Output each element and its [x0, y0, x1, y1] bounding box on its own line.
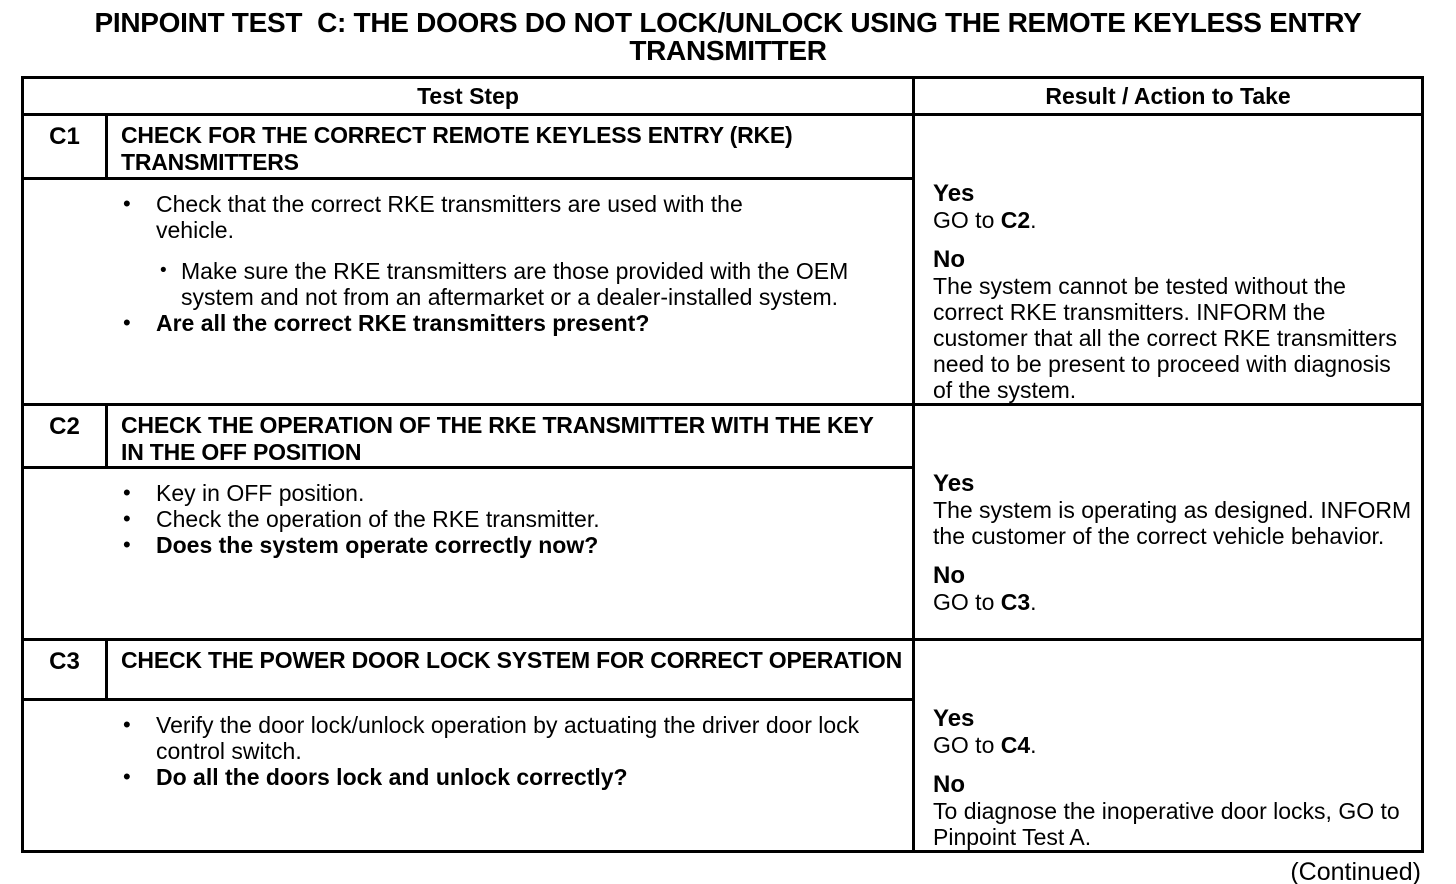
action-text: The system is operating as designed. INF… — [933, 497, 1412, 549]
page-title-line-2: TRANSMITTER — [629, 35, 827, 66]
step-c3-result-cell: Yes GO to C4. No To diagnose the inopera… — [912, 638, 1425, 853]
action-text: . — [1030, 207, 1037, 233]
instruction-item: Key in OFF position. — [24, 480, 912, 506]
action-text: GO to — [933, 732, 1001, 758]
instruction-text: Does the system operate correctly now? — [156, 532, 599, 558]
step-c3-number: C3 — [21, 638, 108, 701]
instruction-text: Check the operation of the RKE transmitt… — [156, 506, 600, 532]
step-c3-result-content: Yes GO to C4. No To diagnose the inopera… — [933, 705, 1413, 850]
instruction-question: Are all the correct RKE transmitters pre… — [24, 310, 912, 336]
step-c1-instructions: Check that the correct RKE transmitters … — [20, 176, 916, 407]
step-c3-body-row: Verify the door lock/unlock operation by… — [20, 697, 1423, 854]
instruction-text: Make sure the RKE transmitters are those… — [181, 257, 849, 310]
step-c1-result-content: Yes GO to C2. No The system cannot be te… — [933, 180, 1413, 403]
step-c2-no-action: GO to C3. — [933, 589, 1413, 615]
page-title-line-1: PINPOINT TEST C: THE DOORS DO NOT LOCK/U… — [94, 7, 1362, 38]
continued-note: (Continued) — [1290, 858, 1421, 884]
action-text: The system cannot be tested without the … — [933, 273, 1398, 403]
step-c2-header-row: C2 CHECK THE OPERATION OF THE RKE TRANSM… — [21, 403, 1425, 641]
instruction-question: Does the system operate correctly now? — [24, 532, 912, 558]
action-text: GO to — [933, 589, 1001, 615]
step-c3-no-label: No — [933, 771, 966, 798]
step-c3-header-row: C3 CHECK THE POWER DOOR LOCK SYSTEM FOR … — [21, 638, 1425, 853]
step-c1-result-cell: Yes GO to C2. No The system cannot be te… — [912, 113, 1425, 406]
table-header-row: Test Step Result / Action to Take — [20, 76, 1425, 116]
step-c3-instructions: Verify the door lock/unlock operation by… — [20, 697, 916, 854]
step-c2-number: C2 — [21, 403, 108, 469]
step-c2-body-row: Key in OFF position. Check the operation… — [20, 466, 1423, 641]
step-c1-number: C1 — [21, 113, 108, 180]
instruction-text: Verify the door lock/unlock operation by… — [156, 711, 860, 764]
action-reference: C2 — [1000, 207, 1031, 233]
instruction-item: Check that the correct RKE transmitters … — [24, 191, 912, 243]
step-c2-title: CHECK THE OPERATION OF THE RKE TRANSMITT… — [104, 403, 916, 469]
step-c1-header-row: C1 CHECK FOR THE CORRECT REMOTE KEYLESS … — [21, 113, 1425, 406]
step-c1-yes-label: Yes — [933, 180, 975, 207]
instruction-text: Are all the correct RKE transmitters pre… — [156, 309, 650, 336]
step-c3-yes-label: Yes — [933, 705, 975, 732]
step-c1-yes-action: GO to C2. — [933, 207, 1413, 233]
action-text: . — [1030, 589, 1037, 615]
instruction-text: Do all the doors lock and unlock correct… — [156, 763, 628, 790]
step-c1-no-action: The system cannot be tested without the … — [933, 273, 1413, 403]
column-header-result-action: Result / Action to Take — [912, 76, 1425, 116]
page-title: PINPOINT TEST C: THE DOORS DO NOT LOCK/U… — [0, 0, 1456, 65]
action-text: GO to — [933, 207, 1001, 233]
instruction-text: Key in OFF position. — [156, 480, 365, 506]
step-c2-instructions: Key in OFF position. Check the operation… — [20, 466, 916, 641]
step-c2-yes-label: Yes — [933, 470, 975, 497]
instruction-item: Check the operation of the RKE transmitt… — [24, 506, 912, 532]
instruction-item: Verify the door lock/unlock operation by… — [24, 712, 912, 764]
step-c3-yes-action: GO to C4. — [933, 732, 1413, 758]
step-c1-body-row: Check that the correct RKE transmitters … — [20, 176, 1423, 407]
action-reference: C3 — [1000, 589, 1031, 615]
step-c1-no-label: No — [933, 246, 966, 273]
instruction-text: Check that the correct RKE transmitters … — [156, 190, 743, 243]
action-text: To diagnose the inoperative door locks, … — [933, 798, 1400, 850]
action-reference: C4 — [1000, 732, 1031, 758]
step-c2-result-cell: Yes The system is operating as designed.… — [912, 403, 1425, 641]
step-c2-result-content: Yes The system is operating as designed.… — [933, 470, 1413, 615]
pinpoint-test-table: Test Step Result / Action to Take C1 CHE… — [20, 76, 1425, 854]
step-c3-title: CHECK THE POWER DOOR LOCK SYSTEM FOR COR… — [104, 638, 916, 701]
instruction-subitem: Make sure the RKE transmitters are those… — [24, 258, 912, 310]
column-header-test-step: Test Step — [20, 76, 916, 116]
step-c1-title: CHECK FOR THE CORRECT REMOTE KEYLESS ENT… — [104, 113, 916, 180]
step-c2-yes-action: The system is operating as designed. INF… — [933, 497, 1413, 549]
action-text: . — [1030, 732, 1037, 758]
step-c3-no-action: To diagnose the inoperative door locks, … — [933, 798, 1413, 850]
step-c2-no-label: No — [933, 562, 966, 589]
instruction-question: Do all the doors lock and unlock correct… — [24, 764, 912, 790]
